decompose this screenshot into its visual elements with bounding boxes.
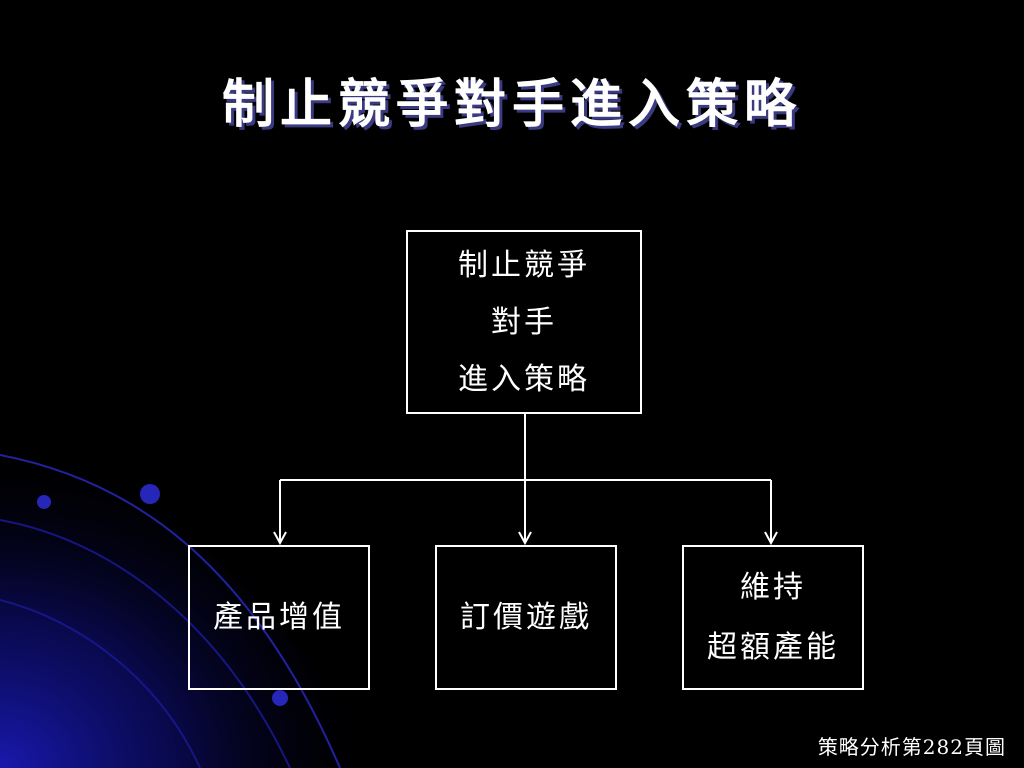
arrowhead-2 bbox=[518, 531, 532, 546]
root-node-line: 對手 bbox=[491, 304, 557, 340]
source-caption: 策略分析第282頁圖 bbox=[817, 735, 1006, 759]
root-node: 制止競爭 對手 進入策略 bbox=[406, 230, 642, 414]
child-node-pricing-game: 訂價遊戲 bbox=[435, 545, 617, 690]
child-node-label: 超額產能 bbox=[707, 629, 839, 665]
arc-line-2 bbox=[0, 519, 291, 768]
blue-swoosh bbox=[0, 440, 380, 768]
slide-title: 制止競爭對手進入策略 bbox=[221, 74, 802, 135]
root-node-line: 進入策略 bbox=[458, 361, 590, 397]
root-node-line: 制止競爭 bbox=[458, 247, 590, 283]
child-node-label: 產品增值 bbox=[213, 599, 345, 635]
arrowhead-3 bbox=[764, 531, 778, 546]
child-node-label: 維持 bbox=[740, 569, 806, 605]
arrowhead-1 bbox=[273, 531, 287, 546]
decor-dot bbox=[272, 690, 288, 706]
child-node-excess-capacity: 維持 超額產能 bbox=[682, 545, 864, 690]
child-node-product-value: 產品增值 bbox=[188, 545, 370, 690]
child-node-label: 訂價遊戲 bbox=[460, 599, 592, 635]
decor-dot bbox=[140, 484, 160, 504]
arc-line-3 bbox=[0, 599, 201, 768]
decor-dot bbox=[37, 495, 51, 509]
